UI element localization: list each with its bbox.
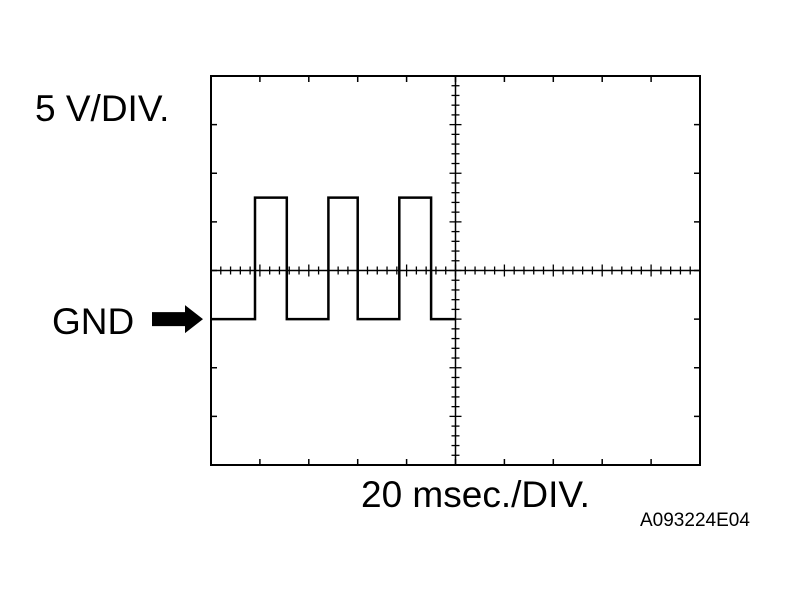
scope-trace-layer bbox=[211, 196, 456, 321]
gnd-marker-layer bbox=[152, 305, 203, 334]
ground-label: GND bbox=[52, 301, 135, 342]
gnd-arrow-icon bbox=[152, 305, 203, 334]
waveform-trace bbox=[211, 196, 456, 321]
vertical-scale-label: 5 V/DIV. bbox=[35, 88, 170, 129]
horizontal-scale-label: 20 msec./DIV. bbox=[361, 474, 590, 515]
figure-id: A093224E04 bbox=[640, 510, 750, 531]
scope-axis-layer bbox=[211, 76, 700, 465]
